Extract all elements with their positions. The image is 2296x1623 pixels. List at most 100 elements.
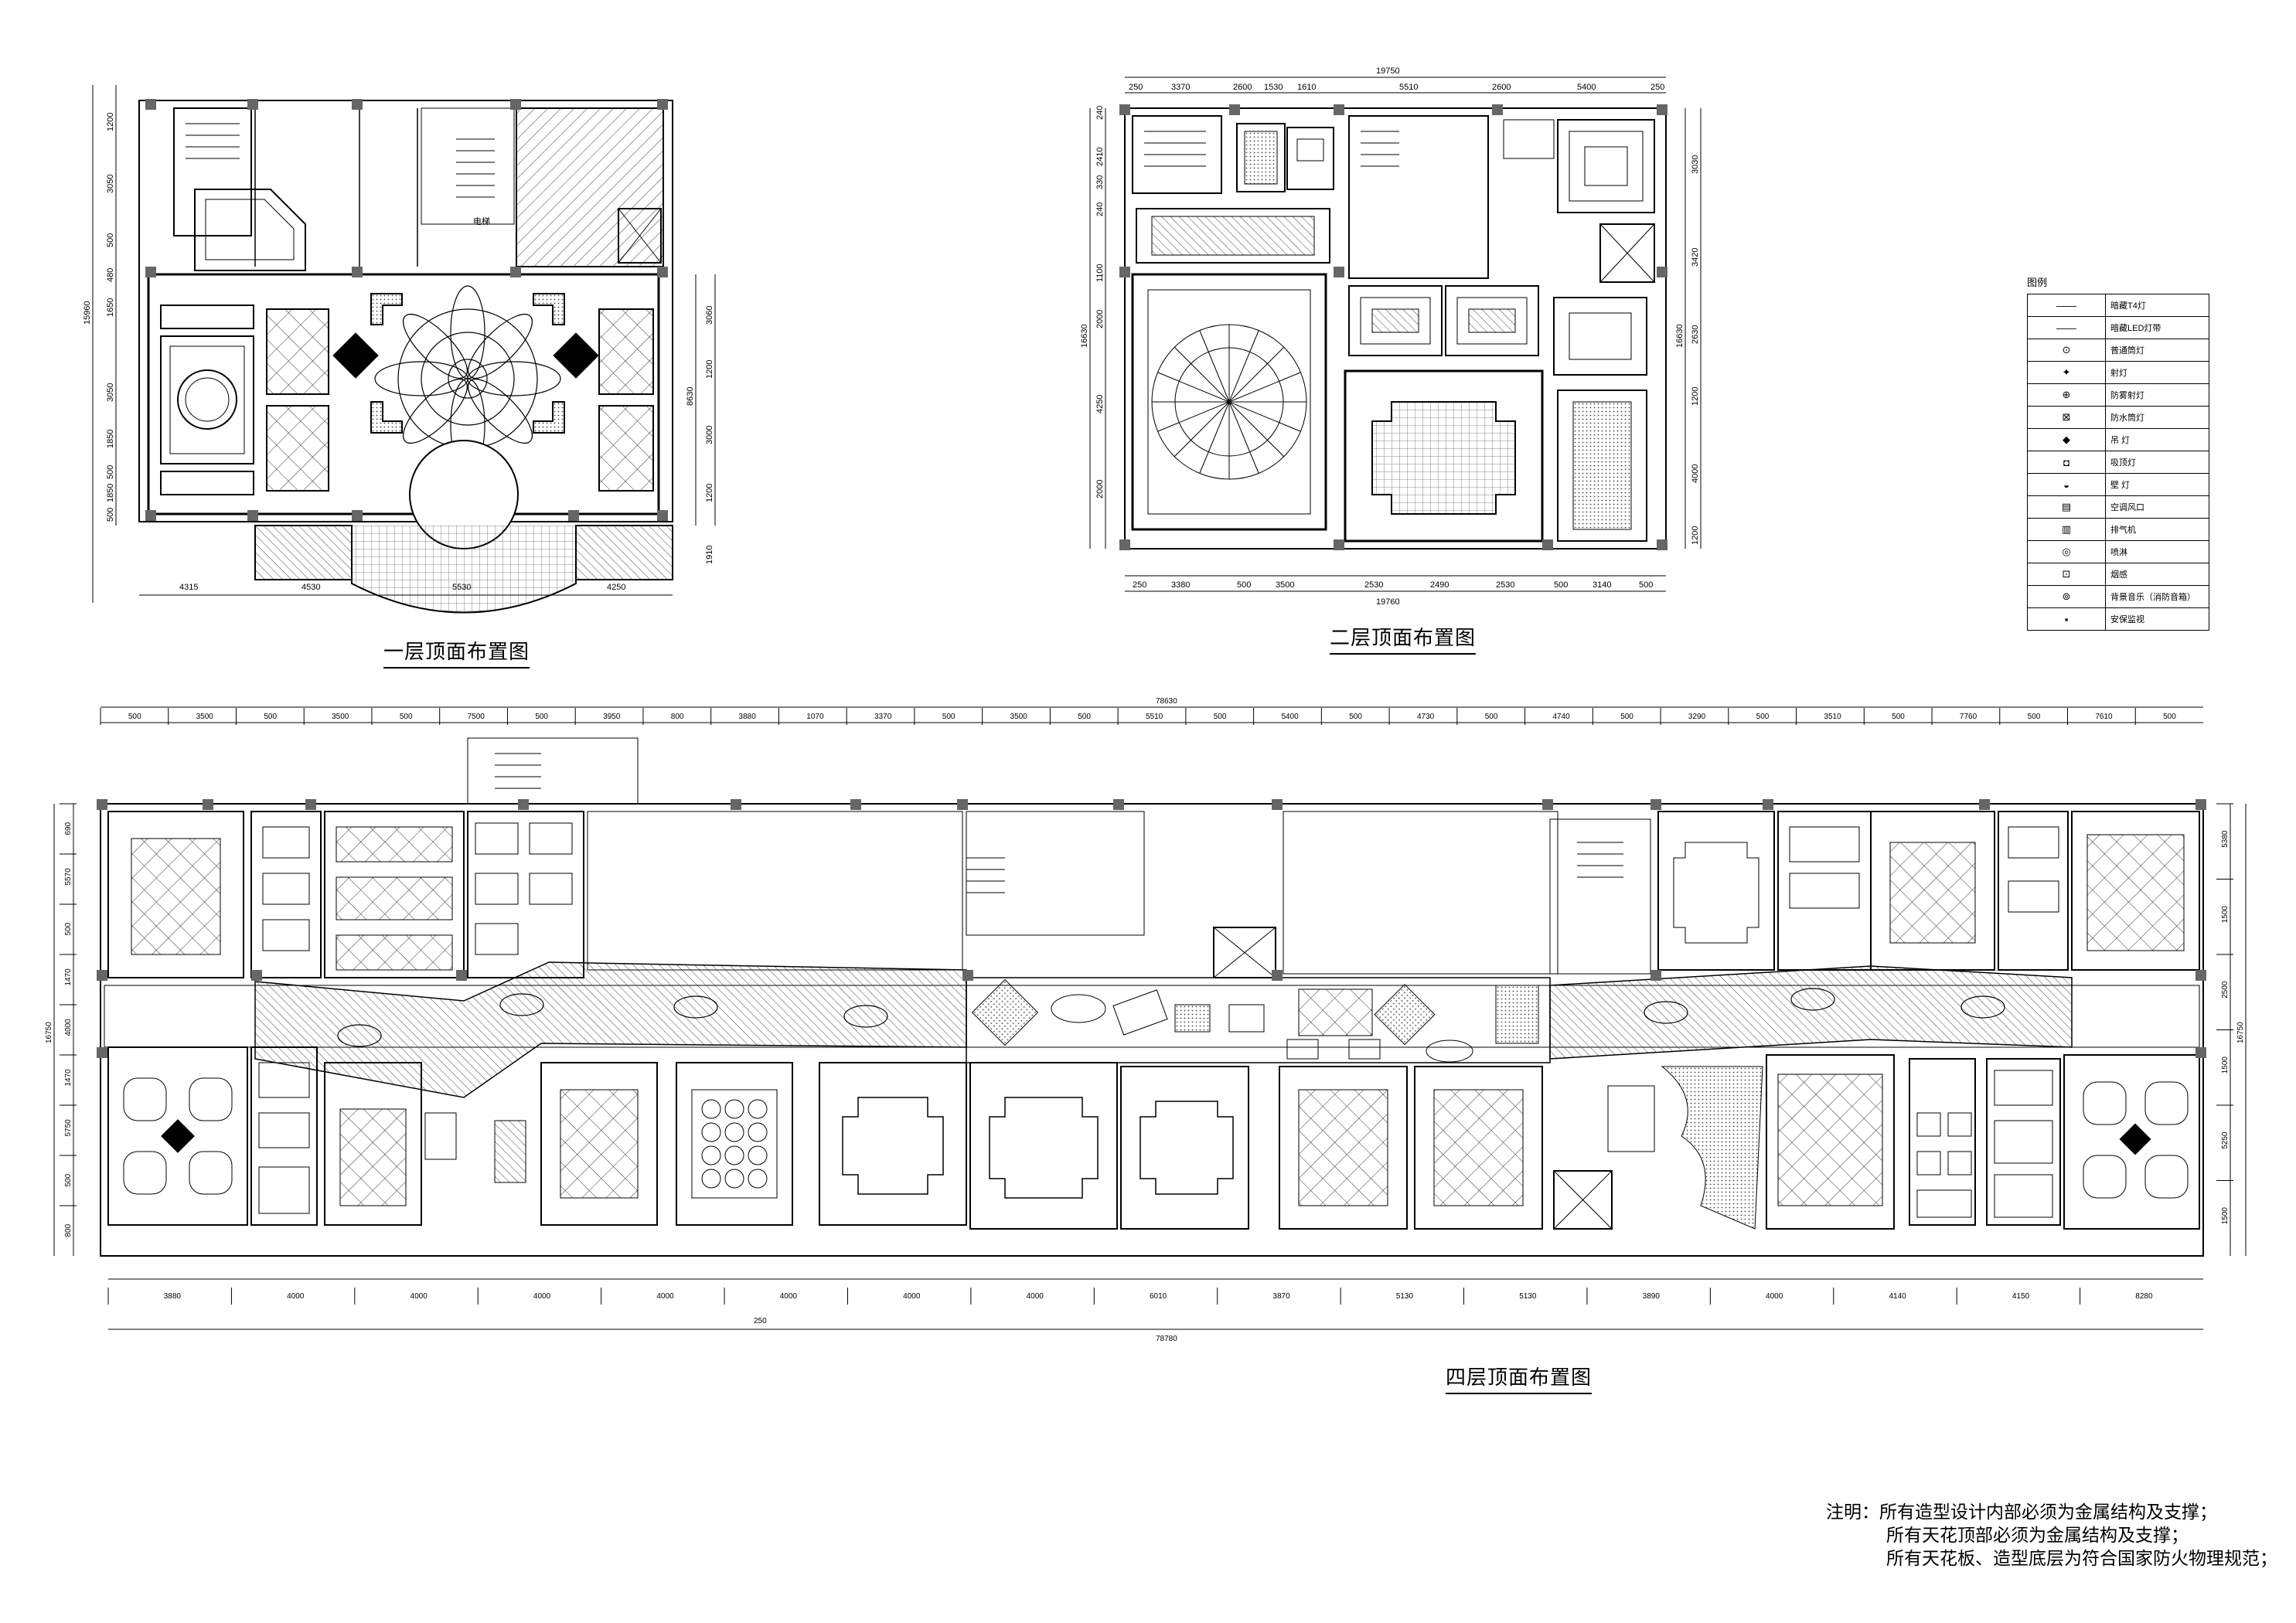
- fourth-floor-elevator-2: [1553, 1170, 1613, 1230]
- note-line-3: 所有天花板、造型底层为符合国家防火物理规范；: [1886, 1549, 2277, 1568]
- second-floor-main-room: [1131, 273, 1327, 531]
- 4f-dim-right-3: 1500: [2221, 1056, 2230, 1074]
- legend-label: 普通筒灯: [2105, 339, 2209, 362]
- ff-dim-right-4: 1910: [705, 546, 714, 564]
- 4f-dim-top-19: 4730: [1417, 713, 1435, 721]
- fourth-floor-room-top-3: [324, 811, 465, 978]
- 4f-dim-bottom-3: 4000: [533, 1292, 551, 1301]
- first-floor-plan: [92, 85, 716, 614]
- 4f-dim-bottom-14: 4140: [1889, 1292, 1906, 1301]
- 4f-dim-left-7: 500: [64, 1173, 73, 1186]
- legend-label: 暗藏T4灯: [2105, 294, 2209, 317]
- second-floor-cross-ceiling: [1371, 401, 1516, 515]
- legend-row: ⊙普通筒灯: [2027, 339, 2209, 362]
- sf-dim-bottom-5: 2490: [1430, 580, 1449, 590]
- first-floor-elevator: [618, 208, 662, 264]
- legend-symbol-icon: ✦: [2027, 361, 2106, 384]
- legend-row: ——暗藏T4灯: [2027, 294, 2209, 317]
- 4f-dim-bottom-4: 4000: [656, 1292, 674, 1301]
- legend-label: 射灯: [2105, 361, 2209, 384]
- fourth-floor-room-top-4: [467, 811, 584, 978]
- legend-symbol-icon: ⊠: [2027, 406, 2106, 429]
- 4f-dim-left-5: 1470: [64, 1069, 73, 1087]
- 4f-dim-top-total: 78630: [1156, 697, 1177, 706]
- sf-dim-bottom-8: 3140: [1593, 580, 1611, 590]
- first-floor-rhombus-panel-1: [266, 308, 329, 395]
- sf-dim-top-8: 250: [1650, 83, 1664, 92]
- 4f-dim-left-2: 500: [64, 922, 73, 935]
- second-floor-stair: [1132, 115, 1222, 194]
- second-floor-cross-room: [1344, 369, 1544, 543]
- sf-dim-left-7: 2000: [1095, 480, 1105, 498]
- 4f-dim-top-8: 800: [671, 713, 684, 721]
- sf-dim-right-4: 4000: [1691, 464, 1700, 483]
- fourth-floor-open-hall: [587, 811, 963, 971]
- ff-dim-left-4: 1650: [106, 298, 115, 317]
- sf-dim-bottom-0: 250: [1133, 580, 1146, 590]
- legend-row: ◘吸顶灯: [2027, 451, 2209, 474]
- ff-dim-left-6: 1850: [106, 430, 115, 448]
- 4f-dim-top-29: 7610: [2095, 713, 2113, 721]
- 4f-dim-bottom-15: 4150: [2012, 1292, 2030, 1301]
- first-floor-left-ceiling-3: [160, 471, 254, 495]
- 4f-dim-top-7: 3950: [603, 713, 621, 721]
- sf-dim-right-2: 2630: [1691, 325, 1700, 344]
- ff-room-label: 电梯: [473, 216, 490, 226]
- fourth-floor-room-top-r2: [1777, 811, 1872, 971]
- 4f-dim-left-8: 800: [64, 1223, 73, 1237]
- legend-label: 暗藏LED灯带: [2105, 316, 2209, 339]
- sf-dim-left-5: 2000: [1095, 310, 1105, 328]
- 4f-dim-top-13: 3500: [1010, 713, 1028, 721]
- legend-row: ▥排气机: [2027, 518, 2209, 541]
- legend-label: 喷淋: [2105, 540, 2209, 563]
- 4f-dim-top-16: 500: [1214, 713, 1227, 721]
- 4f-dim-bottom-total: 78780: [1156, 1335, 1177, 1343]
- sf-dim-top-2: 2600: [1233, 83, 1252, 92]
- sf-dim-top-6: 2600: [1492, 83, 1511, 92]
- first-floor-rhombus-panel-3: [598, 308, 654, 395]
- fourth-floor-room-top-r3: [1870, 811, 1995, 971]
- legend-row: ⊡烟感: [2027, 563, 2209, 586]
- fourth-floor-stairwell-2: [966, 811, 1145, 936]
- 4f-dim-bottom-2: 4000: [410, 1292, 428, 1301]
- legend-symbol-icon: ⊡: [2027, 563, 2106, 586]
- fourth-floor-corridor: [104, 985, 2200, 1048]
- fourth-floor-center-band: [966, 977, 1551, 1063]
- legend-symbol-icon: ⊕: [2027, 383, 2106, 407]
- fourth-floor-plan: [53, 706, 2247, 1330]
- 4f-dim-right-5: 1500: [2221, 1207, 2230, 1225]
- legend-label: 背景音乐（消防音箱）: [2105, 585, 2209, 608]
- 4f-dim-top-1: 3500: [196, 713, 214, 721]
- sf-dim-bottom-1: 3380: [1171, 580, 1190, 590]
- fourth-floor-corridor-lights: [337, 988, 2005, 1047]
- fourth-floor-room-bot-3: [324, 1062, 422, 1226]
- 4f-dim-left-0: 690: [64, 822, 73, 835]
- second-floor-plan: [1089, 77, 1702, 592]
- 4f-dim-bottom-6: 4000: [903, 1292, 921, 1301]
- sf-dim-left-2: 330: [1095, 175, 1105, 189]
- 4f-dim-top-25: 3510: [1824, 713, 1841, 721]
- notes: 注明：所有造型设计内部必须为金属结构及支撑； 所有天花顶部必须为金属结构及支撑；…: [1826, 1501, 2277, 1570]
- ff-dim-left-8: 1850: [106, 484, 115, 502]
- legend-label: 烟感: [2105, 563, 2209, 586]
- fourth-floor-room-bot-8: [1120, 1066, 1249, 1230]
- fourth-floor-elevator-1: [1213, 927, 1276, 978]
- 4f-dim-top-22: 500: [1620, 713, 1633, 721]
- 4f-dim-top-6: 500: [535, 713, 548, 721]
- second-floor-columns: [1119, 104, 1667, 550]
- legend-symbol-icon: ◎: [2027, 540, 2106, 563]
- fourth-floor-room-bot-10: [1414, 1066, 1543, 1230]
- fourth-floor-room-top-r1: [1657, 811, 1775, 971]
- legend-symbol-icon: ——: [2027, 316, 2106, 339]
- sf-dim-top-4: 1610: [1297, 83, 1316, 92]
- fourth-floor-room-bot-2: [250, 1046, 318, 1226]
- legend-row: ⊕防雾射灯: [2027, 383, 2209, 407]
- fourth-floor-room-top-1: [107, 811, 244, 978]
- legend: 图例 ——暗藏T4灯——暗藏LED灯带⊙普通筒灯✦射灯⊕防雾射灯⊠防水筒灯◆吊 …: [2027, 274, 2209, 631]
- sf-dim-bottom-2: 500: [1237, 580, 1251, 590]
- ff-dim-left-0: 1200: [106, 113, 115, 131]
- ff-dim-left-7: 500: [106, 465, 115, 479]
- legend-label: 壁 灯: [2105, 473, 2209, 496]
- fourth-floor-organic-ceiling: [1661, 1066, 1763, 1230]
